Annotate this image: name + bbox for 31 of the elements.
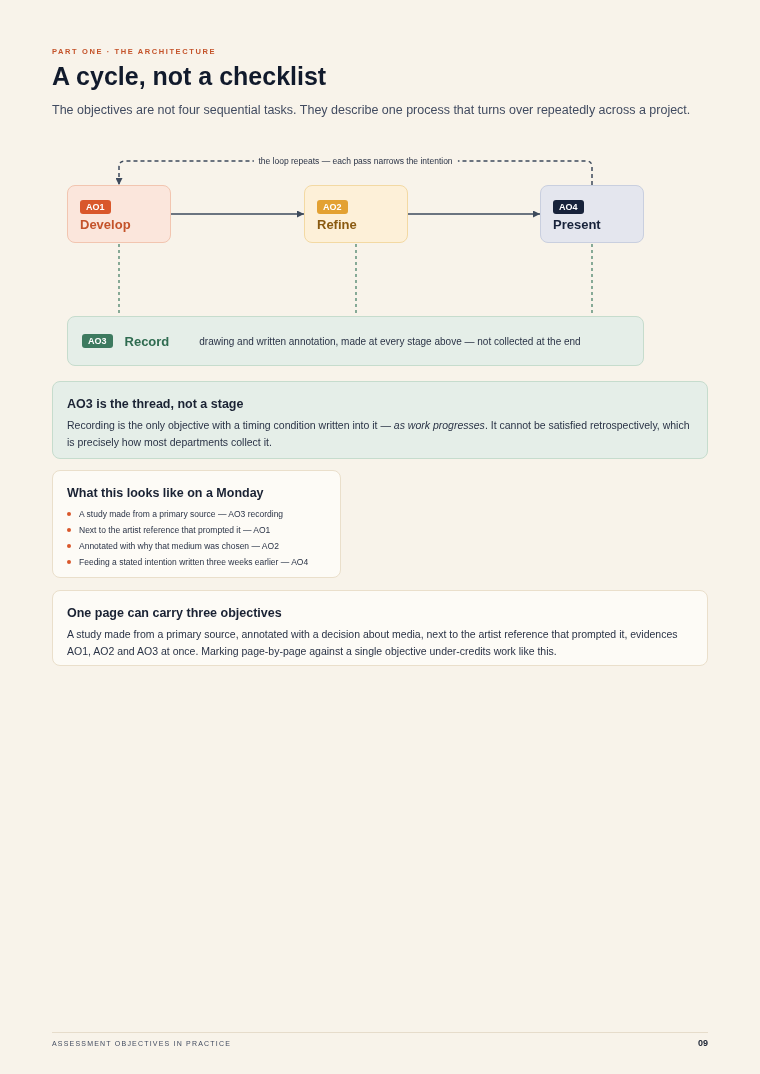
card-heading: One page can carry three objectives [67,606,282,620]
stage-card [67,185,171,243]
arrow [170,210,305,218]
info-card [52,470,341,578]
stage-title: Present [553,217,602,232]
objective-tag: AO1 [80,200,111,214]
stage-title: Develop [80,217,132,232]
edge-label: the loop repeats — each pass narrows the intention [253,156,458,166]
info-card [52,381,708,459]
intro-text: The objectives are not four sequential tasks. They describe one process that turns over repeatedly across a project. [52,102,692,119]
page-number: 09 [697,1038,708,1048]
objective-tag: AO4 [553,200,584,214]
stage-card [540,185,644,243]
info-card [52,590,708,666]
band-text: drawing and written annotation, made at every stage above — not collected at the end [199,335,581,347]
objective-tag: AO2 [317,200,348,214]
card-text: A study made from a primary source, annotated with a decision about media, next to the artist reference that prompted it, evidences AO1, AO2 and AO3 at once. Marking page-by-page against a single objective under-credits work like this. [67,627,679,659]
objective-tag: AO3 [82,334,113,348]
bullet-item: A study made from a primary source — AO3 recording [79,509,284,519]
bullet-item: Next to the artist reference that prompted it — AO1 [79,525,271,536]
stage-title: Refine [317,217,358,232]
page-title: A cycle, not a checklist [52,62,328,91]
bullet-item: Feeding a stated intention written three weeks earlier — AO4 [79,557,309,568]
card-heading: AO3 is the thread, not a stage [67,397,244,411]
card-heading: What this looks like on a Monday [67,486,264,500]
stage-card [304,185,408,243]
stage-title: Record [124,333,170,349]
card-text: Recording is the only objective with a timing condition written into it — as work progresses. It cannot be satisfied retrospectively, which is precisely how most departments collect it. [67,418,691,450]
thread-band [67,316,644,366]
bullet-item: Annotated with why that medium was chosen — AO2 [79,541,279,552]
arrow [407,210,541,218]
